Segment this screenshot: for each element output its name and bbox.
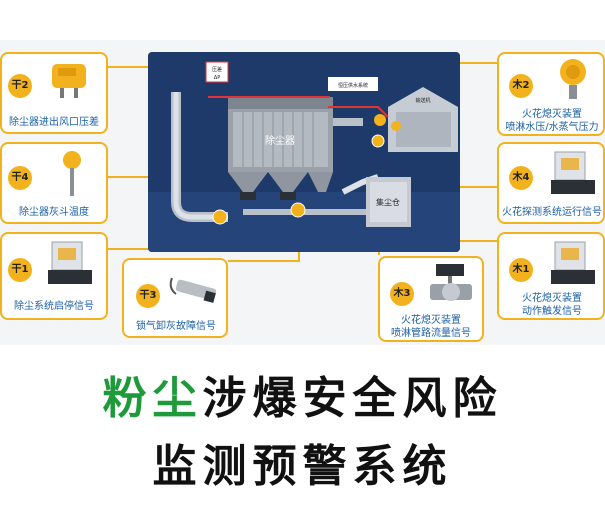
card-m1[interactable]: 木1 火花熄灭装置 动作触发信号 bbox=[497, 232, 605, 320]
card-g4[interactable]: 干4 除尘器灰斗温度 bbox=[0, 142, 108, 224]
card-g1[interactable]: 干1 除尘系统启停信号 bbox=[0, 232, 108, 320]
card-g3[interactable]: 干3 锁气卸灰故障信号 bbox=[122, 258, 228, 338]
label-g4: 除尘器灰斗温度 bbox=[19, 207, 89, 218]
label-g2: 除尘器进出风口压差 bbox=[9, 117, 99, 128]
differential-pressure-sensor-icon bbox=[52, 64, 86, 98]
label-m3-line2: 喷淋管路流量信号 bbox=[391, 328, 471, 339]
card-g2[interactable]: 干2 除尘器进出风口压差 bbox=[0, 52, 108, 134]
relay-icon bbox=[551, 151, 595, 194]
card-m4[interactable]: 木4 火花探测系统运行信号 bbox=[497, 142, 605, 224]
dust-collector-text: 除尘器 bbox=[265, 134, 295, 147]
card-m2[interactable]: 木2 火花熄灭装置 喷淋水压/水蒸气压力 bbox=[497, 52, 605, 136]
label-g3: 锁气卸灰故障信号 bbox=[136, 321, 216, 332]
dust-collector-diagram: 压差 ΔP 恒压供水系统 除尘器 集尘仓 输送机 bbox=[148, 61, 460, 252]
pressure-tag-text: 压差 bbox=[212, 66, 222, 73]
connector-g3 bbox=[228, 260, 298, 263]
label-m4: 火花探测系统运行信号 bbox=[502, 207, 602, 218]
title-black-part: 涉爆安全风险 bbox=[202, 373, 503, 424]
badge-m3: 木3 bbox=[390, 282, 414, 306]
label-m1-line2: 动作触发信号 bbox=[522, 306, 582, 317]
badge-g1: 干1 bbox=[8, 258, 32, 282]
pressure-transmitter-icon bbox=[560, 59, 586, 99]
label-g1: 除尘系统启停信号 bbox=[14, 301, 94, 312]
title-green-part: 粉尘 bbox=[102, 373, 203, 424]
badge-m1: 木1 bbox=[509, 258, 533, 282]
badge-m4: 木4 bbox=[509, 166, 533, 190]
proximity-sensor-icon bbox=[169, 277, 217, 303]
page-title-line1: 粉尘涉爆安全风险 bbox=[0, 362, 605, 426]
conveyor-text: 输送机 bbox=[415, 97, 430, 104]
label-m1-line1: 火花熄灭装置 bbox=[522, 293, 582, 304]
badge-g4: 干4 bbox=[8, 166, 32, 190]
label-m2-line2: 喷淋水压/水蒸气压力 bbox=[505, 122, 599, 133]
ash-bin-text: 集尘仓 bbox=[376, 197, 400, 207]
relay-icon bbox=[551, 241, 595, 284]
label-m3-line1: 火花熄灭装置 bbox=[401, 315, 461, 326]
pressure-unit-text: ΔP bbox=[214, 75, 220, 81]
temperature-probe-icon bbox=[63, 151, 81, 196]
water-system-text: 恒压供水系统 bbox=[338, 82, 368, 89]
plant-scene: 压差 ΔP 恒压供水系统 除尘器 集尘仓 输送机 bbox=[148, 52, 460, 252]
card-m3[interactable]: 木3 火花熄灭装置 喷淋管路流量信号 bbox=[378, 256, 484, 342]
label-m2-line1: 火花熄灭装置 bbox=[522, 109, 582, 120]
relay-icon bbox=[48, 241, 92, 284]
badge-g2: 干2 bbox=[8, 74, 32, 98]
badge-m2: 木2 bbox=[509, 74, 533, 98]
badge-g3: 干3 bbox=[136, 284, 160, 308]
page-title-line2: 监测预警系统 bbox=[152, 441, 453, 492]
flow-meter-icon bbox=[430, 264, 472, 301]
